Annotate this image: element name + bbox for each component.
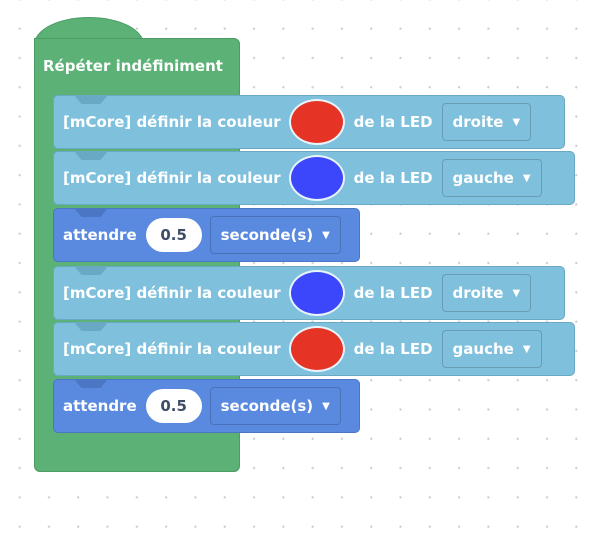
dropdown-caret-icon: ▼ <box>512 287 521 299</box>
led-side-dropdown[interactable]: gauche ▼ <box>441 159 542 197</box>
dropdown-caret-icon: ▼ <box>522 343 531 355</box>
dropdown-caret-icon: ▼ <box>512 116 521 128</box>
block-label: attendre <box>63 226 137 244</box>
set-led-color-block[interactable]: [mCore] définir la couleur de la LED gau… <box>53 322 575 376</box>
block-notch <box>74 266 108 275</box>
led-label: de la LED <box>353 169 433 187</box>
block-notch <box>74 322 108 331</box>
dropdown-value: droite <box>452 284 504 302</box>
led-label: de la LED <box>353 340 433 358</box>
led-label: de la LED <box>353 113 433 131</box>
block-label: [mCore] définir la couleur <box>63 284 281 302</box>
dropdown-caret-icon: ▼ <box>322 400 330 412</box>
loop-label: Répéter indéfiniment <box>43 57 223 75</box>
block-notch <box>74 379 108 388</box>
color-picker[interactable] <box>288 326 345 372</box>
time-unit-dropdown[interactable]: seconde(s) ▼ <box>209 216 341 254</box>
set-led-color-block[interactable]: [mCore] définir la couleur de la LED dro… <box>53 266 565 320</box>
block-notch <box>74 208 108 217</box>
set-led-color-block[interactable]: [mCore] définir la couleur de la LED dro… <box>53 95 565 149</box>
duration-input[interactable]: 0.5 <box>145 389 202 423</box>
led-side-dropdown[interactable]: gauche ▼ <box>441 330 542 368</box>
led-side-dropdown[interactable]: droite ▼ <box>441 274 532 312</box>
dropdown-value: droite <box>452 113 504 131</box>
color-picker[interactable] <box>288 270 345 316</box>
duration-input[interactable]: 0.5 <box>145 218 202 252</box>
block-label: [mCore] définir la couleur <box>63 113 281 131</box>
dropdown-value: seconde(s) <box>220 226 314 244</box>
block-label: [mCore] définir la couleur <box>63 340 281 358</box>
dropdown-caret-icon: ▼ <box>322 229 330 241</box>
led-label: de la LED <box>353 284 433 302</box>
dropdown-value: gauche <box>452 340 514 358</box>
set-led-color-block[interactable]: [mCore] définir la couleur de la LED gau… <box>53 151 575 205</box>
dropdown-value: seconde(s) <box>220 397 314 415</box>
color-picker[interactable] <box>288 99 345 145</box>
color-picker[interactable] <box>288 155 345 201</box>
block-label: [mCore] définir la couleur <box>63 169 281 187</box>
time-unit-dropdown[interactable]: seconde(s) ▼ <box>209 387 341 425</box>
wait-block[interactable]: attendre 0.5 seconde(s) ▼ <box>53 379 360 433</box>
block-notch <box>74 151 108 160</box>
led-side-dropdown[interactable]: droite ▼ <box>441 103 532 141</box>
dropdown-caret-icon: ▼ <box>522 172 531 184</box>
block-label: attendre <box>63 397 137 415</box>
dropdown-value: gauche <box>452 169 514 187</box>
wait-block[interactable]: attendre 0.5 seconde(s) ▼ <box>53 208 360 262</box>
block-notch <box>74 95 108 104</box>
